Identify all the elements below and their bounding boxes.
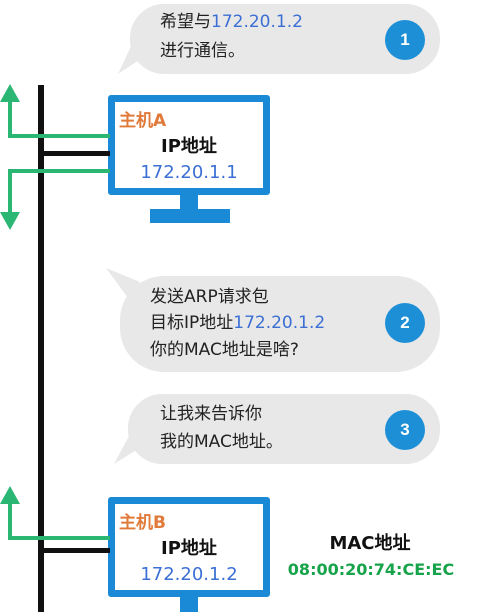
host-b-stand-neck	[180, 597, 198, 612]
bubble-1-target-ip: 172.20.1.2	[211, 12, 303, 32]
host-a-stand-base	[150, 209, 230, 223]
bubble-2-target-ip: 172.20.1.2	[233, 313, 326, 333]
host-a-stand-neck	[180, 195, 198, 209]
bubble-3-line-1: 让我来告诉你	[160, 404, 262, 424]
step-2-badge: 2	[385, 303, 425, 343]
host-b-ip-address: 172.20.1.2	[140, 564, 238, 585]
step-1-badge: 1	[385, 20, 425, 60]
host-a-ip-address: 172.20.1.1	[140, 162, 238, 183]
bubble-2-line-2: 目标IP地址172.20.1.2	[150, 313, 326, 333]
speech-bubble-1-tail	[118, 44, 148, 74]
host-a-monitor: 主机A IP地址 172.20.1.1	[108, 95, 270, 195]
arrow-up-b-horizontal	[8, 536, 110, 540]
host-b-monitor: 主机B IP地址 172.20.1.2	[108, 497, 270, 597]
arrow-down-a-horizontal	[8, 169, 110, 173]
bubble-3-line-2: 我的MAC地址。	[160, 432, 283, 452]
arrow-up-a-horizontal	[8, 134, 110, 138]
host-a-link	[40, 151, 110, 156]
bubble-1-line-2: 进行通信。	[160, 41, 245, 61]
speech-bubble-3-tail	[114, 434, 146, 464]
arrow-down-a-vertical	[8, 169, 12, 215]
arrow-up-b-vertical	[8, 502, 12, 540]
mac-label: MAC地址	[329, 533, 411, 554]
host-a-name: 主机A	[119, 111, 167, 131]
step-3-badge: 3	[385, 410, 425, 450]
bubble-2-line-1: 发送ARP请求包	[150, 287, 269, 307]
host-b-link	[40, 548, 110, 553]
arrow-down-a-head	[0, 212, 20, 230]
host-b-ip-label: IP地址	[161, 538, 217, 559]
bubble-2-line-3: 你的MAC地址是啥?	[150, 340, 299, 360]
speech-bubble-2-tail	[106, 268, 140, 298]
arrow-up-a-vertical	[8, 100, 12, 138]
arrow-up-a-head	[0, 84, 20, 102]
host-b-name: 主机B	[119, 513, 166, 533]
network-bus	[38, 85, 44, 612]
arrow-up-b-head	[0, 486, 20, 504]
mac-address: 08:00:20:74:CE:EC	[287, 560, 455, 579]
host-a-ip-label: IP地址	[161, 136, 217, 157]
bubble-1-line-1: 希望与172.20.1.2	[160, 12, 303, 32]
